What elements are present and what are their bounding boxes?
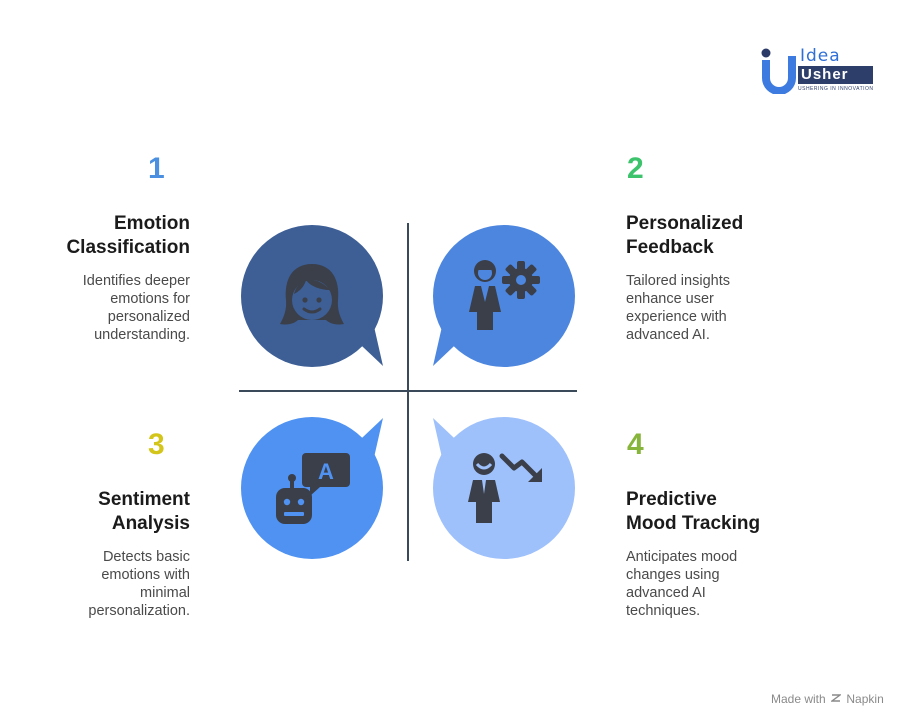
desc-predictive-mood-tracking: Anticipates mood changes using advanced … (626, 549, 738, 619)
napkin-logo-icon (829, 692, 843, 706)
logo-u-icon (761, 48, 796, 94)
woman-face-icon (280, 264, 344, 325)
napkin-brand: Napkin (846, 692, 884, 706)
desc-sentiment-analysis: Detects basic emotions with minimal pers… (88, 549, 190, 619)
desc-personalized-feedback: Tailored insights enhance user experienc… (626, 273, 730, 343)
title-predictive-mood-tracking: Predictive Mood Tracking (626, 489, 761, 534)
logo-word-idea: Idea (800, 46, 841, 66)
made-with-label: Made with (771, 692, 826, 706)
footer-credit[interactable]: Made with Napkin (771, 692, 884, 706)
step-number-2: 2 (627, 152, 644, 185)
logo-word-usher: Usher (798, 66, 873, 84)
logo: Idea Usher USHERING IN INNOVATION (760, 46, 875, 96)
vertical-divider (407, 223, 409, 561)
svg-text:A: A (318, 459, 334, 484)
step-number-3: 3 (148, 428, 165, 461)
title-personalized-feedback: Personalized Feedback (626, 213, 744, 258)
robot-chat-icon: A (276, 453, 350, 524)
bubble-personalized-feedback (433, 225, 575, 367)
step-number-4: 4 (627, 428, 644, 461)
person-trend-down-icon (468, 453, 542, 523)
bubble-predictive-mood-tracking (433, 417, 575, 559)
title-sentiment-analysis: Sentiment Analysis (98, 489, 190, 534)
step-number-1: 1 (148, 152, 165, 185)
title-emotion-classification: Emotion Classification (66, 213, 190, 258)
person-gear-icon (469, 260, 540, 330)
horizontal-divider (239, 390, 577, 392)
desc-emotion-classification: Identifies deeper emotions for personali… (82, 273, 190, 343)
logo-tagline: USHERING IN INNOVATION (798, 86, 874, 92)
